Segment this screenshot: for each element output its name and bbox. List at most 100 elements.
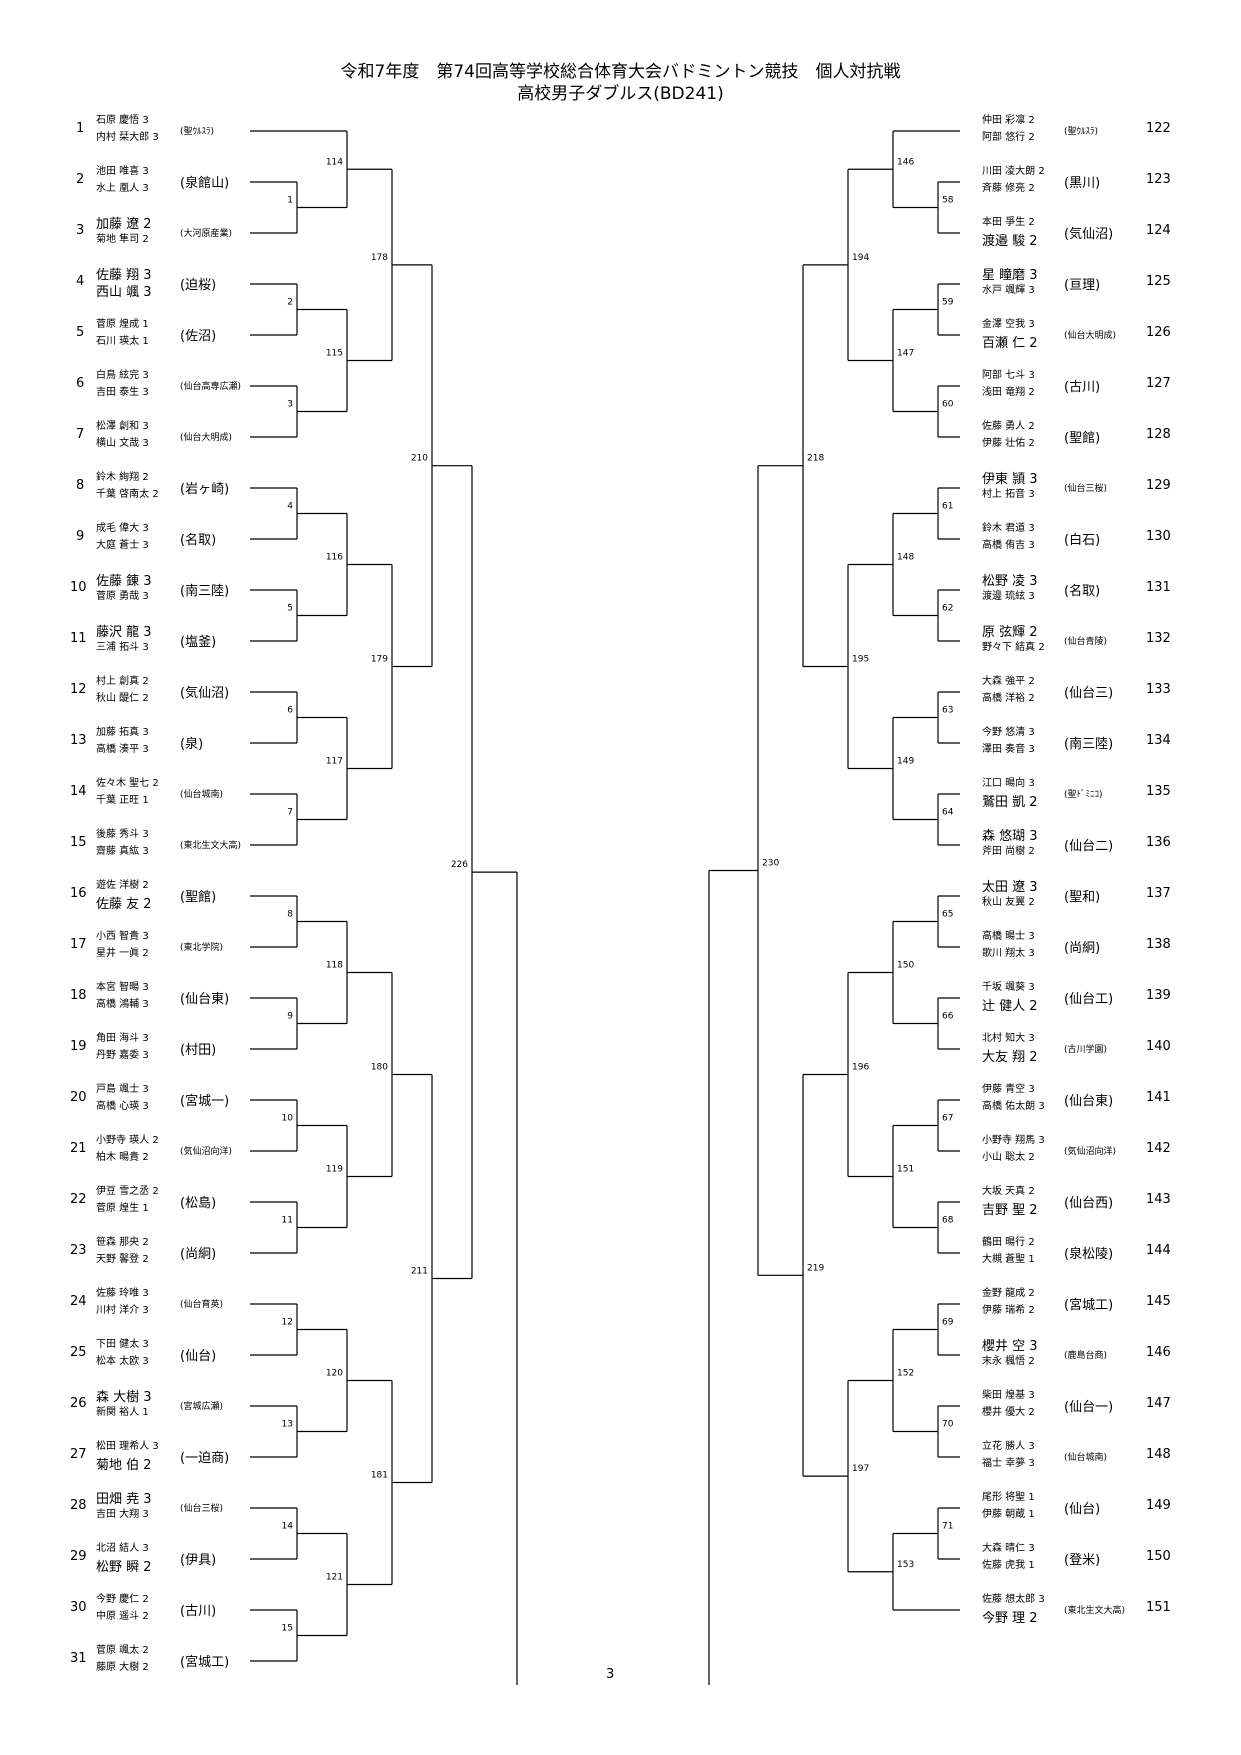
school-name: (聖和): [1064, 890, 1101, 905]
player-name: 渡邉 駿 2: [982, 234, 1038, 249]
player-name: 伊藤 壮佑 2: [982, 438, 1035, 449]
school-name: (仙台西): [1064, 1196, 1114, 1211]
player-name: 佐藤 錬 3: [96, 574, 152, 589]
player-name: 本宮 智暘 3: [96, 982, 149, 993]
entry-number: 140: [1146, 1039, 1171, 1054]
entry-number: 131: [1146, 580, 1171, 595]
entry-number: 15: [70, 835, 87, 850]
player-name: 川村 洋介 3: [96, 1305, 149, 1316]
school-name: (南三陸): [1064, 737, 1114, 752]
school-name: (宮城広瀬): [180, 1402, 224, 1412]
player-name: 太田 遼 3: [982, 880, 1038, 895]
school-name: (伊具): [180, 1553, 217, 1568]
school-name: (仙台): [1064, 1502, 1101, 1517]
school-name: (南三陸): [180, 584, 230, 599]
school-name: (東北学院): [180, 943, 224, 953]
match-number: 194: [852, 253, 869, 263]
match-number: 219: [807, 1263, 824, 1273]
school-name: (大河原産業): [180, 229, 233, 239]
entry-number: 147: [1146, 1396, 1171, 1411]
entry-number: 31: [70, 1651, 87, 1666]
player-name: 阿部 悠行 2: [982, 132, 1035, 143]
match-number: 14: [282, 1522, 294, 1532]
entry-number: 149: [1146, 1498, 1171, 1513]
player-name: 阿部 七斗 3: [982, 370, 1035, 381]
player-name: 大森 晴仁 3: [982, 1543, 1035, 1554]
player-name: 菊地 隼司 2: [96, 234, 149, 245]
school-name: (迫桜): [180, 278, 217, 293]
entry-number: 11: [70, 631, 87, 646]
match-number: 119: [326, 1165, 343, 1175]
player-name: 秋山 友翼 2: [982, 897, 1035, 908]
entry-number: 23: [70, 1243, 87, 1258]
entry-number: 142: [1146, 1141, 1171, 1156]
school-name: (宮城一): [180, 1094, 230, 1109]
match-number: 62: [942, 604, 953, 614]
player-name: 福士 幸夢 3: [982, 1458, 1035, 1469]
player-name: 本田 爭生 2: [982, 217, 1035, 228]
player-name: 星 瞳磨 3: [982, 268, 1038, 283]
school-name: (仙台大明成): [1064, 331, 1117, 341]
player-name: 横山 文哉 3: [96, 438, 149, 449]
school-name: (名取): [1064, 584, 1101, 599]
player-name: 北村 知大 3: [982, 1033, 1035, 1044]
school-name: (松島): [180, 1196, 217, 1211]
player-name: 鶴田 暘行 2: [982, 1237, 1035, 1248]
player-name: 浅田 竜翔 2: [982, 387, 1035, 398]
entry-number: 141: [1146, 1090, 1171, 1105]
school-name: (仙台育英): [180, 1300, 224, 1310]
player-name: 佐藤 勇人 2: [982, 421, 1035, 432]
match-number: 230: [762, 859, 779, 869]
player-name: 丹野 嘉委 3: [96, 1050, 149, 1061]
match-number: 148: [897, 553, 914, 563]
entry-number: 20: [70, 1090, 87, 1105]
entry-number: 124: [1146, 223, 1171, 238]
match-number: 60: [942, 400, 954, 410]
player-name: 三浦 拓斗 3: [96, 642, 149, 653]
entry-number: 28: [70, 1498, 87, 1513]
entry-number: 27: [70, 1447, 87, 1462]
school-name: (泉館山): [180, 176, 230, 191]
entry-number: 136: [1146, 835, 1171, 850]
school-name: (仙台三桜): [180, 1504, 224, 1514]
match-number: 121: [326, 1573, 343, 1583]
match-number: 8: [287, 910, 293, 920]
player-name: 金澤 空我 3: [982, 319, 1035, 330]
player-name: 松野 瞬 2: [96, 1560, 152, 1575]
match-number: 178: [371, 253, 388, 263]
entry-number: 10: [70, 580, 87, 595]
entry-number: 145: [1146, 1294, 1171, 1309]
school-name: (聖ｳﾙｽﾗ): [180, 127, 215, 137]
entry-number: 137: [1146, 886, 1171, 901]
entry-number: 19: [70, 1039, 87, 1054]
entry-number: 144: [1146, 1243, 1171, 1258]
match-number: 3: [287, 400, 293, 410]
entry-number: 30: [70, 1600, 87, 1615]
match-number: 196: [852, 1063, 869, 1073]
match-number: 15: [282, 1624, 293, 1634]
entry-number: 3: [76, 223, 85, 238]
player-name: 百瀬 仁 2: [982, 336, 1038, 351]
school-name: (佐沼): [180, 329, 217, 344]
match-number: 6: [287, 706, 293, 716]
match-number: 61: [942, 502, 953, 512]
entry-number: 123: [1146, 172, 1171, 187]
match-number: 147: [897, 349, 914, 359]
school-name: (登米): [1064, 1553, 1101, 1568]
match-number: 63: [942, 706, 953, 716]
entry-number: 128: [1146, 427, 1171, 442]
